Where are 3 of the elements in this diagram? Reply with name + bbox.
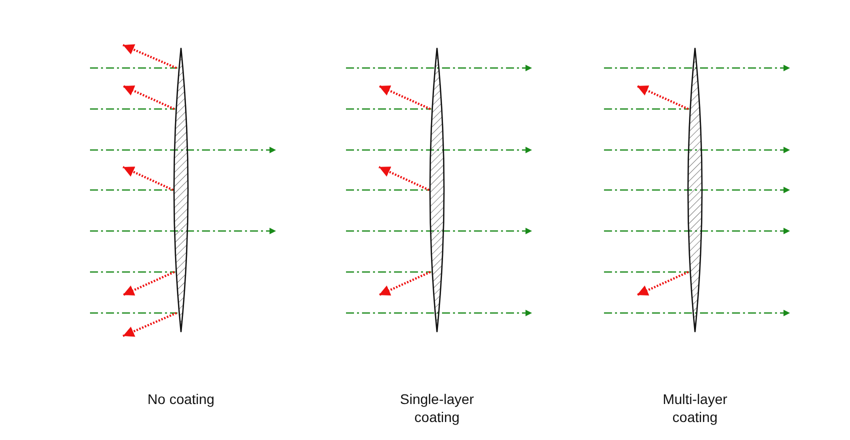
panel-caption: Single-layer coating	[399, 390, 475, 426]
panel-caption: No coating	[146, 390, 216, 408]
panel-caption: Multi-layer coating	[662, 390, 728, 426]
